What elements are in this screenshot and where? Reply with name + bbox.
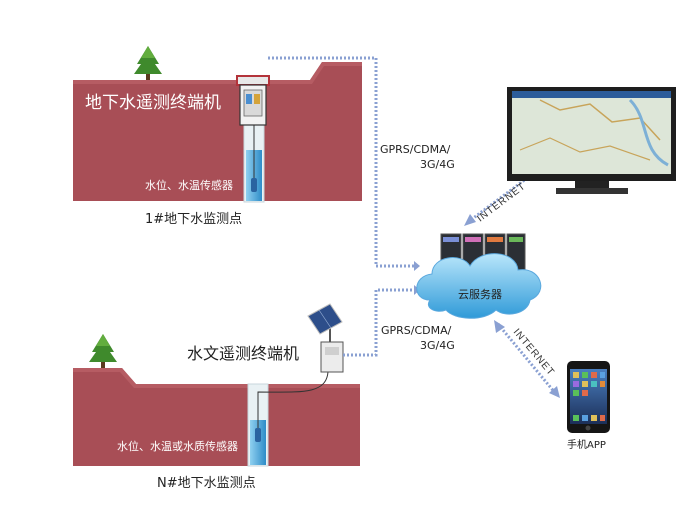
link-lines [268,56,414,357]
tree-icon [134,46,162,80]
internet-label-phone: INTERNET [511,327,557,379]
siteN-terminal-icon [307,303,344,373]
site1-sensor-label: 水位、水温传感器 [145,179,233,192]
site1-well [243,100,265,203]
phone-app-caption: 手机APP [567,440,606,451]
siteN-caption: N#地下水监测点 [157,476,256,491]
monitor-icon [507,87,676,194]
site1-ground [73,62,362,201]
sensor-icon [255,428,261,442]
internet-link-phone [494,320,560,398]
site1-caption: 1#地下水监测点 [145,212,243,227]
siteN-ground [73,368,360,466]
arrow-right-icon [414,261,420,271]
siteN-terminal-label: 水文遥测终端机 [187,344,300,363]
site1-terminal-label: 地下水遥测终端机 [85,93,221,113]
lower-link-label-line1: GPRS/CDMA/ [381,324,452,337]
siteN-well [247,371,329,467]
tree-icon [89,334,117,368]
sensor-icon [251,178,257,192]
site1-terminal-icon [236,75,270,126]
upper-link-label-line1: GPRS/CDMA/ [380,143,451,156]
phone-icon [567,361,610,433]
cloud-server-icon [416,233,542,319]
lower-link-label-line2: 3G/4G [420,339,455,352]
siteN-sensor-label: 水位、水温或水质传感器 [117,440,238,453]
internet-label-monitor: INTERNET [475,181,528,225]
cloud-server-label: 云服务器 [458,288,502,301]
upper-link-label-line2: 3G/4G [420,158,455,171]
